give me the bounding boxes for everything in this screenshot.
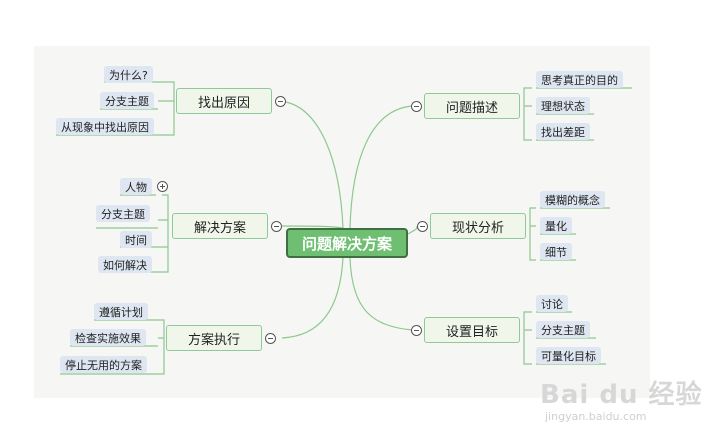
minus-circle-icon[interactable] — [271, 221, 282, 232]
leaf-solution-2[interactable]: 分支主题 — [96, 205, 150, 222]
watermark-url: jingyan.baidu.com — [545, 410, 647, 423]
leaf-status-3[interactable]: 细节 — [540, 243, 572, 260]
leaf-execute-3[interactable]: 停止无用的方案 — [60, 356, 147, 373]
leaf-reason-1[interactable]: 为什么? — [104, 66, 153, 83]
connector-root-goal — [349, 257, 413, 331]
leaf-describe-3[interactable]: 找出差距 — [536, 123, 590, 140]
leaf-execute-1[interactable]: 遵循计划 — [94, 303, 148, 320]
leaf-goal-2[interactable]: 分支主题 — [536, 321, 590, 338]
leaf-status-1[interactable]: 模糊的概念 — [540, 191, 605, 208]
minus-circle-icon[interactable] — [265, 333, 276, 344]
root-topic[interactable]: 问题解决方案 — [286, 228, 408, 258]
connector-root-status — [407, 226, 419, 235]
branch-goal[interactable]: 设置目标 — [424, 317, 520, 343]
branch-reason[interactable]: 找出原因 — [176, 88, 272, 114]
minus-circle-icon[interactable] — [417, 221, 428, 232]
leaf-solution-3[interactable]: 时间 — [120, 231, 152, 248]
leaf-describe-2[interactable]: 理想状态 — [536, 97, 590, 114]
branch-solution[interactable]: 解决方案 — [172, 213, 268, 239]
connector-solution-leaves — [158, 194, 169, 273]
connector-execute-leaves — [158, 319, 165, 375]
connector-status-leaves — [529, 207, 536, 261]
branch-status[interactable]: 现状分析 — [430, 213, 526, 239]
leaf-reason-3[interactable]: 从现象中找出原因 — [56, 118, 154, 135]
connector-reason-leaves — [158, 81, 175, 136]
branch-execute[interactable]: 方案执行 — [166, 325, 262, 351]
leaf-describe-1[interactable]: 思考真正的目的 — [536, 71, 623, 88]
minus-circle-icon[interactable] — [275, 96, 286, 107]
minus-circle-icon[interactable] — [411, 101, 422, 112]
leaf-goal-3[interactable]: 可量化目标 — [536, 347, 601, 364]
watermark-logo: Bai du 经验 — [540, 380, 703, 410]
connector-root-solution — [281, 225, 344, 229]
connector-root-execute — [281, 257, 344, 339]
connector-describe-leaves — [523, 87, 532, 141]
branch-describe[interactable]: 问题描述 — [424, 93, 520, 119]
leaf-reason-2[interactable]: 分支主题 — [100, 92, 154, 109]
leaf-execute-2[interactable]: 检查实施效果 — [70, 329, 146, 346]
connector-root-reason — [285, 101, 344, 229]
leaf-solution-1[interactable]: 人物 — [120, 178, 152, 195]
leaf-goal-1[interactable]: 讨论 — [536, 295, 568, 312]
leaf-status-2[interactable]: 量化 — [540, 217, 572, 234]
leaf-solution-4[interactable]: 如何解决 — [98, 256, 152, 273]
minus-circle-icon[interactable] — [411, 325, 422, 336]
connector-root-describe — [349, 105, 413, 229]
plus-circle-icon[interactable] — [157, 181, 168, 192]
connector-goal-leaves — [523, 311, 532, 365]
